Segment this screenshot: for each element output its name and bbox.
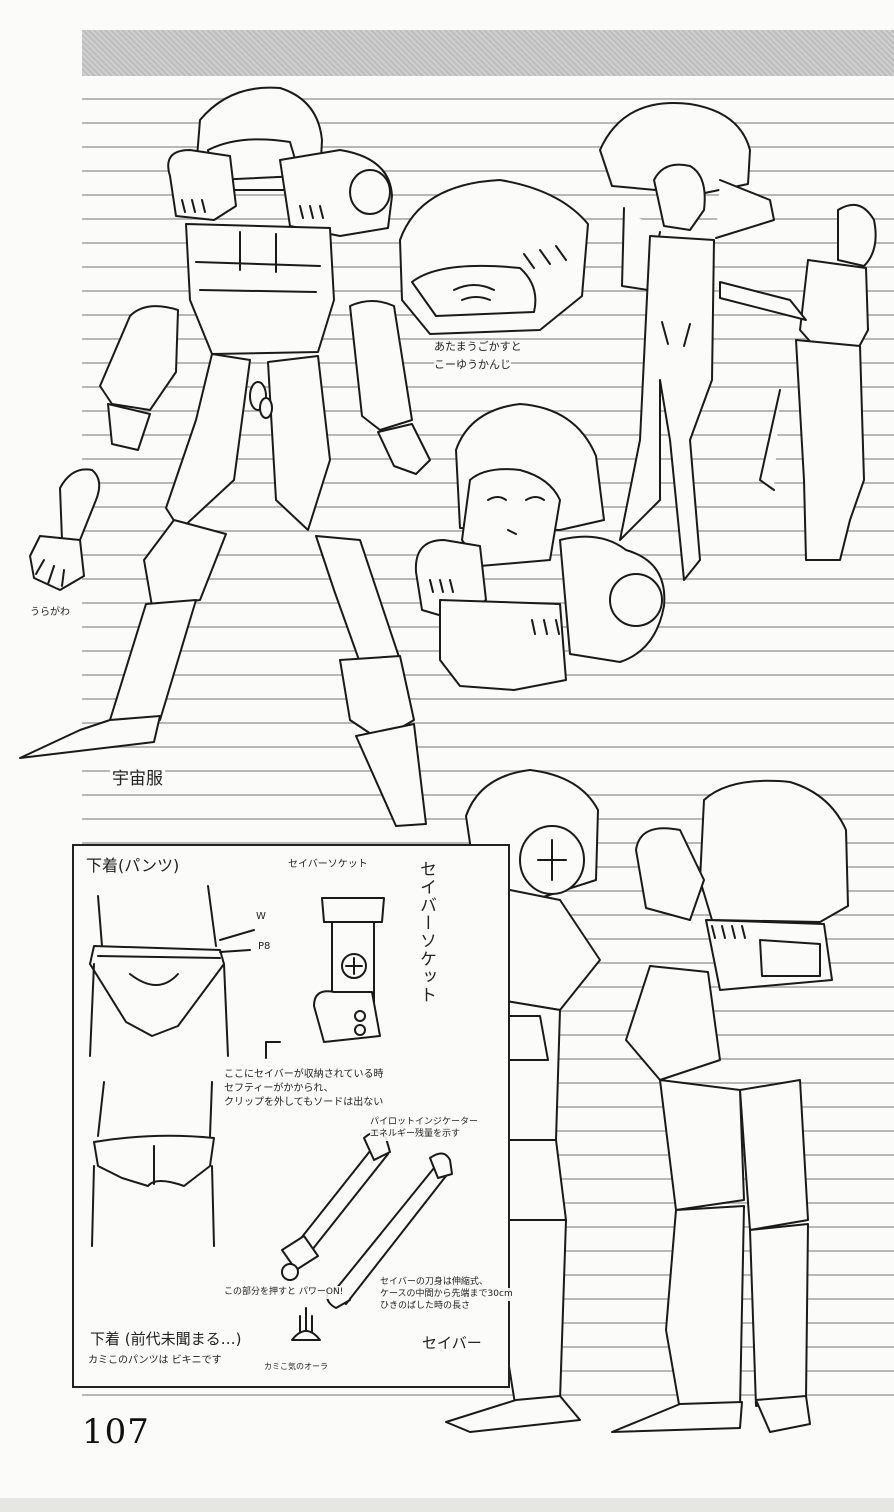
helmet-note-2: こーゆうかんじ [434,358,511,371]
inset-artwork [74,846,508,1386]
pilot-bust-drawing [416,404,664,690]
underwear-title: 下着(パンツ) [84,852,182,876]
brief-note-w: W [256,910,266,923]
saber-spec-note-3: ひきのばした時の長さ [380,1300,471,1313]
saber-socket-drawing [314,898,384,1042]
socket-note-1: ここにセイバーが収納されている時 [224,1068,384,1081]
arrow-icon [266,1042,280,1058]
hilt-power-note: この部分を押すと パワーON! [224,1286,344,1299]
aura-symbol-drawing [292,1308,320,1340]
underwear-footer: 下着 (前代未聞まる…) [88,1328,244,1349]
saber-spec-note-1: セイバーの刀身は伸縮式、 [380,1276,488,1289]
underwear-and-saber-inset: 下着(パンツ) セイバーソケット W P8 ここにセイバーが収納されている時 セ… [72,844,513,1388]
glove-detail-drawing [30,469,99,590]
socket-note-2: セフティーがかかられ、 [224,1082,334,1095]
brief-note-p: P8 [258,940,271,953]
pilot-indicator-note-1: パイロットインジケーター [370,1116,479,1129]
spacesuit-back-view-drawing [612,781,848,1432]
socket-note-3: クリップを外してもソードは出ない [224,1096,384,1109]
pilot-lifting-helmet-drawing [600,103,876,580]
pilot-indicator-note-2: エネルギー残量を示す [370,1128,461,1141]
page-bottom-edge [0,1498,894,1512]
saber-label: セイバー [420,1332,484,1353]
arrow-icon [220,930,254,952]
underwear-footer-sub: カミこのパンツは ビキニです [88,1354,222,1367]
header-band [82,30,894,76]
briefs-back-drawing [92,1082,214,1246]
aura-caption: カミこ気のオーラ [264,1360,328,1373]
helmet-note-1: あたまうごかすと [434,340,522,353]
saber-spec-note-2: ケースの中間から先端まで30cm [380,1288,513,1301]
saber-socket-small-label: セイバーソケット [288,858,368,871]
spacesuit-label: 宇宙服 [110,764,165,789]
page-number: 107 [82,1412,150,1452]
helmet-closeup-drawing [400,180,588,334]
glove-note: うらがわ [30,606,70,619]
briefs-front-drawing [90,886,228,1056]
saber-socket-vertical-label: セイバーソケット [414,860,439,1004]
spacesuit-front-figure [20,88,430,826]
